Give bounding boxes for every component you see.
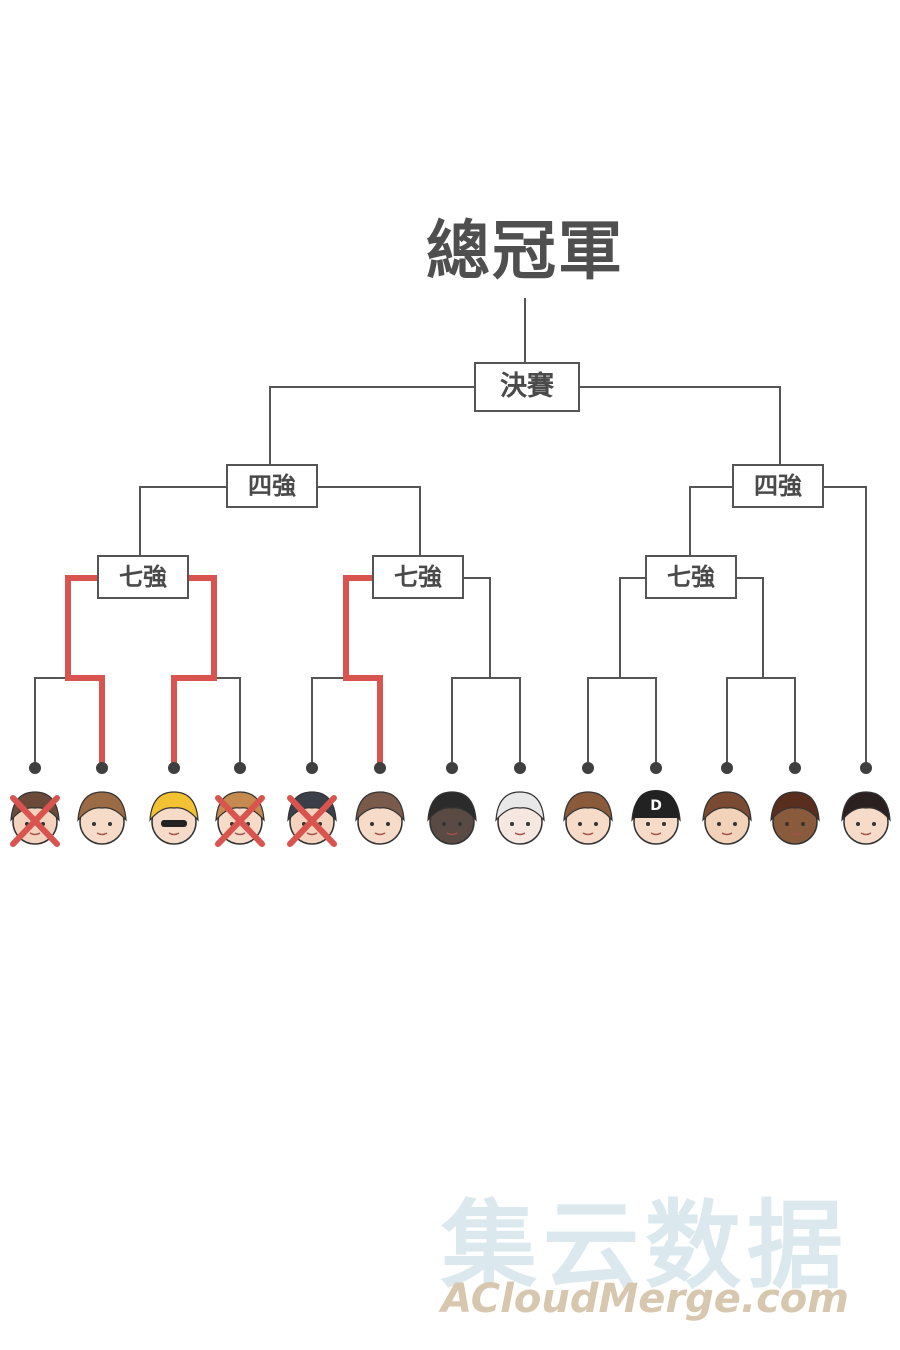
advance-paths <box>65 575 383 768</box>
participant-avatar-5 <box>287 791 337 847</box>
quarterfinal-label-2: 七強 <box>372 555 464 599</box>
participant-avatars: D <box>10 790 891 847</box>
participant-avatar-3 <box>149 791 199 845</box>
participant-avatar-11 <box>702 791 752 845</box>
participant-avatar-2 <box>77 791 127 845</box>
participant-avatar-7 <box>427 791 477 845</box>
bracket-endpoint-dot <box>306 762 318 774</box>
participant-avatar-10: D <box>631 790 681 845</box>
bracket-endpoint-dot <box>168 762 180 774</box>
bracket-endpoint-dot <box>860 762 872 774</box>
bracket-lines <box>34 298 867 768</box>
cap-letter: D <box>650 798 662 814</box>
watermark-chinese: 集云数据 <box>441 1190 849 1302</box>
quarterfinal-label-3: 七強 <box>645 555 737 599</box>
bracket-endpoint-dot <box>650 762 662 774</box>
bracket-endpoint-dot <box>789 762 801 774</box>
participant-avatar-4 <box>215 791 265 847</box>
participant-avatar-9 <box>563 791 613 845</box>
participant-avatar-13 <box>841 791 891 845</box>
bracket-endpoints <box>29 762 872 774</box>
watermark-english: ACloudMerge.com <box>441 1276 849 1322</box>
bracket-endpoint-dot <box>721 762 733 774</box>
watermark: 集云数据 ACloudMerge.com <box>400 1168 890 1322</box>
final-label: 決賽 <box>474 362 580 412</box>
eliminated-x-icon <box>287 795 337 847</box>
eliminated-x-icon <box>215 795 265 847</box>
bracket-endpoint-dot <box>446 762 458 774</box>
champion-title: 總冠軍 <box>426 215 624 289</box>
semifinal-label-right: 四強 <box>732 464 824 508</box>
participant-avatar-1 <box>10 791 60 847</box>
quarterfinal-label-1: 七強 <box>97 555 189 599</box>
eliminated-x-icon <box>10 795 60 847</box>
participant-avatar-8 <box>495 791 545 845</box>
semifinal-label-left: 四強 <box>226 464 318 508</box>
bracket-endpoint-dot <box>374 762 386 774</box>
bracket-endpoint-dot <box>96 762 108 774</box>
bracket-endpoint-dot <box>234 762 246 774</box>
participant-avatar-6 <box>355 791 405 845</box>
bracket-endpoint-dot <box>514 762 526 774</box>
bracket-endpoint-dot <box>29 762 41 774</box>
bracket-endpoint-dot <box>582 762 594 774</box>
participant-avatar-12 <box>770 791 820 845</box>
